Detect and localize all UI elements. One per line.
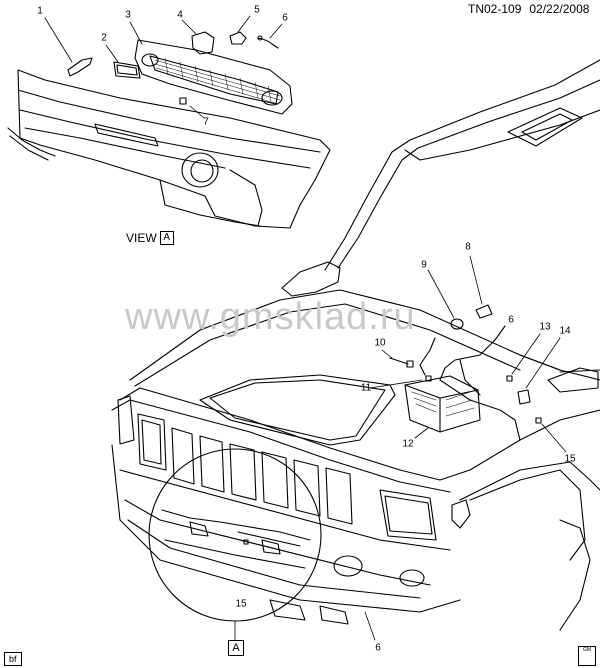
callout-10: 10 — [374, 337, 386, 349]
callout-7: 7 — [203, 116, 209, 128]
callout-6-main: 6 — [508, 314, 514, 326]
callout-1: 1 — [37, 5, 43, 17]
part-7-clip — [179, 97, 205, 119]
callout-4: 4 — [177, 9, 183, 21]
callout-12: 12 — [402, 438, 414, 450]
gm-logo-badge: GM — [578, 646, 596, 666]
part-2-emblem-plate — [105, 44, 141, 79]
part-11-clip — [369, 375, 432, 389]
callout-6-bottom: 6 — [375, 642, 381, 654]
part-13-clip — [506, 333, 541, 382]
part-5-socket — [229, 15, 251, 45]
callout-11: 11 — [360, 382, 372, 394]
callout-15-detail: 15 — [235, 598, 247, 610]
view-a-label: VIEW A — [126, 231, 174, 245]
callout-14: 14 — [559, 325, 571, 337]
diagram-header: TN02-109 02/22/2008 — [468, 2, 589, 16]
view-label-text: VIEW — [126, 231, 157, 245]
part-4-lamp — [181, 19, 215, 55]
callout-8: 8 — [465, 241, 471, 253]
part-8-connector — [469, 255, 493, 319]
part-1-bracket — [44, 17, 93, 77]
part-3-grille-insert — [129, 21, 293, 115]
callout-15-right: 15 — [564, 453, 576, 465]
callout-5: 5 — [254, 4, 260, 16]
callout-13: 13 — [539, 321, 551, 333]
part-15-fastener — [535, 417, 567, 453]
diagram-code: TN02-109 — [468, 2, 522, 16]
part-14-retainer — [517, 337, 561, 405]
detail-circle-a — [148, 448, 322, 641]
callout-2: 2 — [101, 32, 107, 44]
callout-9: 9 — [421, 259, 427, 271]
detail-reference-box: A — [228, 640, 244, 656]
diagram-date: 02/22/2008 — [529, 2, 590, 16]
vehicle-body — [111, 59, 600, 631]
view-a-bumper-assembly — [7, 69, 331, 229]
part-10-bolt — [381, 349, 414, 368]
part-6-harness-view-a — [257, 23, 283, 49]
watermark: www.gmsklad.ru — [125, 296, 416, 338]
callout-3: 3 — [125, 9, 131, 21]
view-label-box: A — [159, 231, 174, 245]
part-12-fuse-block — [404, 375, 481, 439]
corner-tag: bf — [4, 652, 22, 666]
callout-6-view: 6 — [282, 12, 288, 24]
part-9-grommet — [427, 269, 464, 330]
